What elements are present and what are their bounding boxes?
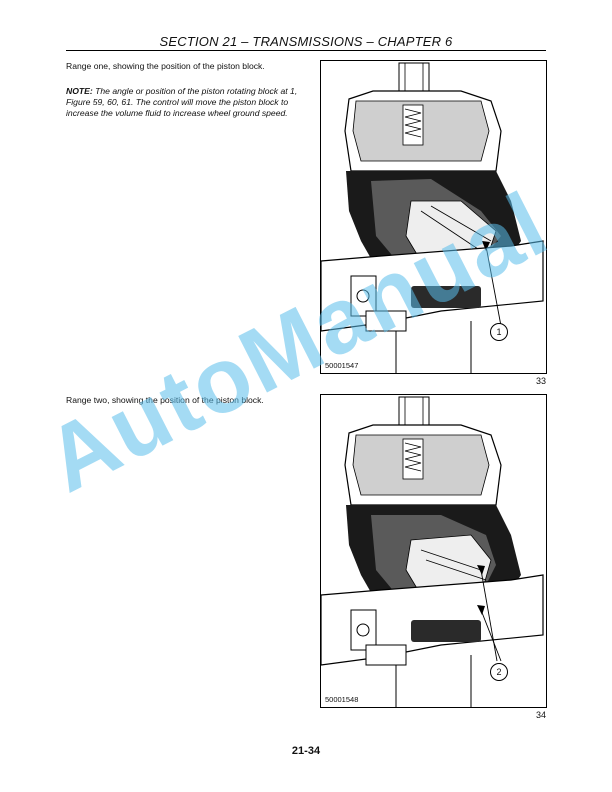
page-number: 21-34 [291,745,321,757]
figure-number-33: 33 [535,376,546,386]
section-header: SECTION 21 – TRANSMISSIONS – CHAPTER 6 [159,34,453,49]
note-text: The angle or position of the piston rota… [66,86,298,118]
figure-33: 1 50001547 [320,60,547,374]
header-rule [66,50,546,51]
hydraulic-motor-illustration-2 [321,396,544,707]
callout-2: 2 [490,663,508,681]
callout-1: 1 [490,323,508,341]
range-two-text: Range two, showing the position of the p… [66,395,264,405]
figure-34: 2 50001548 [320,394,547,708]
image-code-34: 50001548 [325,695,359,704]
hydraulic-motor-illustration-1 [321,62,544,373]
image-code-33: 50001547 [325,361,359,370]
note-label: NOTE: [66,86,93,96]
note-paragraph: NOTE: The angle or position of the pisto… [66,86,298,119]
figure-number-34: 34 [535,710,546,720]
range-one-text: Range one, showing the position of the p… [66,61,265,71]
